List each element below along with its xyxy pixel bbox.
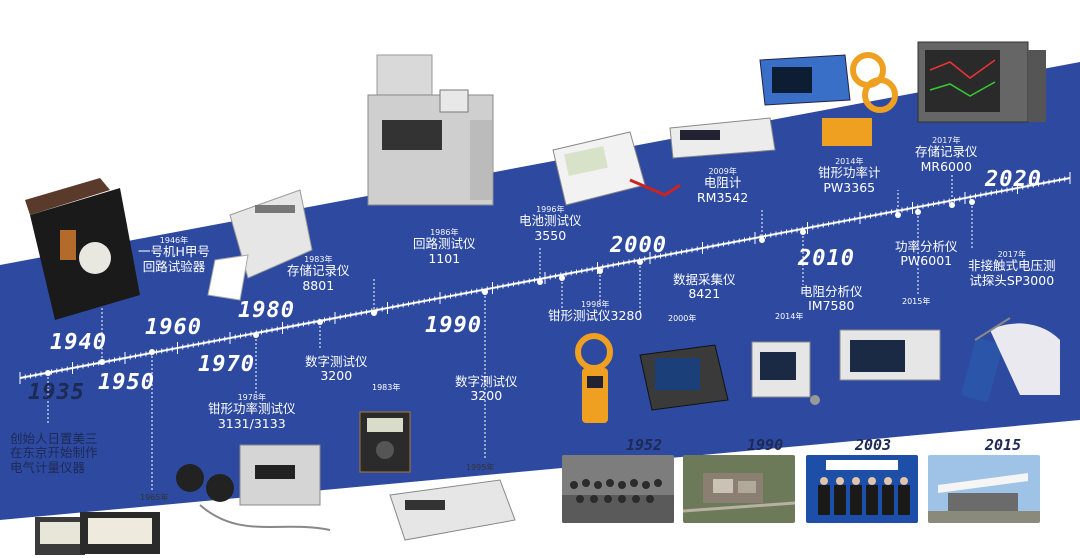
year-label-2020: 2020 — [985, 167, 1042, 192]
milestone-2014-year: 2014年 — [775, 312, 804, 321]
year-label-1990: 1990 — [425, 313, 482, 338]
device-1946-circuit-tester — [25, 178, 140, 320]
milestone-2009: 2009年 电阻计 RM3542 — [697, 167, 749, 205]
year-label-1935: 1935 — [28, 380, 85, 405]
photo-year-2015: 2015 — [985, 436, 1022, 454]
device-2009-resistance-meter — [669, 117, 776, 159]
milestone-2000: 数据采集仪 8421 — [673, 272, 736, 302]
milestone-1996: 1996年 电池测试仪 3550 — [519, 205, 582, 243]
device-1983-digital-tester — [359, 411, 411, 473]
year-label-2010: 2010 — [798, 246, 855, 271]
timeline-dots — [45, 199, 975, 376]
milestone-2015-year: 2015年 — [902, 297, 931, 306]
milestone-1946: 1946年 一号机H甲号 回路试验器 — [138, 236, 210, 274]
photo-2015-building — [928, 455, 1040, 523]
device-1995-digital-tester — [389, 479, 516, 541]
photo-1990-aerial — [683, 455, 795, 523]
year-label-1960: 1960 — [145, 315, 202, 340]
year-label-1940: 1940 — [50, 330, 107, 355]
leader-lines — [47, 175, 973, 490]
milestone-1978: 1978年 钳形功率测试仪 3131/3133 — [208, 393, 296, 431]
milestone-1983-year: 1983年 — [372, 383, 401, 392]
device-2000-data-logger — [639, 344, 729, 411]
milestone-1995-year: 1995年 — [466, 463, 495, 472]
milestone-2014-analyzer: 电阻分析仪 IM7580 — [800, 284, 863, 314]
year-label-1980: 1980 — [238, 298, 295, 323]
milestone-1983-digital-tester: 数字测试仪 3200 — [305, 354, 368, 384]
device-2017-memory-recorder — [917, 41, 1046, 123]
milestone-1986: 1986年 回路测试仪 1101 — [413, 228, 476, 266]
photo-1952-group — [562, 455, 674, 523]
milestone-2017-recorder: 2017年 存储记录仪 MR6000 — [915, 136, 978, 174]
milestone-2015: 功率分析仪 PW6001 — [895, 239, 958, 269]
device-1978-clamp-power-tester — [176, 444, 331, 531]
milestone-2000-year: 2000年 — [668, 314, 697, 323]
photo-year-2003: 2003 — [855, 436, 892, 454]
milestone-1965-year: 1965年 — [140, 493, 169, 502]
milestone-1995: 数字测试仪 3200 — [455, 374, 518, 404]
device-2014-clamp-power-meter — [759, 52, 898, 146]
photo-year-1952: 1952 — [626, 436, 663, 454]
photo-year-1990: 1990 — [747, 436, 784, 454]
device-1965-meters — [35, 512, 160, 555]
milestone-2017-probe: 2017年 非接触式电压测 试探头SP3000 — [968, 250, 1056, 288]
device-2017-voltage-probe — [961, 317, 1060, 402]
year-label-1970: 1970 — [198, 352, 255, 377]
device-1998-clamp-meter — [575, 333, 613, 423]
device-1983-recorder — [207, 189, 313, 301]
device-1986-loop-tester — [367, 54, 494, 206]
milestone-1998: 1998年 钳形测试仪3280 — [548, 300, 643, 324]
milestone-1983-recorder: 1983年 存储记录仪 8801 — [287, 255, 350, 293]
year-label-1950: 1950 — [98, 370, 155, 395]
device-2014-impedance-analyzer — [751, 341, 820, 405]
blue-band — [0, 62, 1080, 520]
device-1996-battery-tester — [552, 131, 681, 206]
year-label-2000: 2000 — [610, 233, 667, 258]
photo-2003-ceremony — [806, 455, 918, 523]
milestone-1935: 创始人日置美三 在东京开始制作 电气计量仪器 — [10, 431, 98, 475]
milestone-2014-clamp: 2014年 钳形功率计 PW3365 — [818, 157, 881, 195]
device-2015-power-analyzer — [839, 329, 941, 381]
